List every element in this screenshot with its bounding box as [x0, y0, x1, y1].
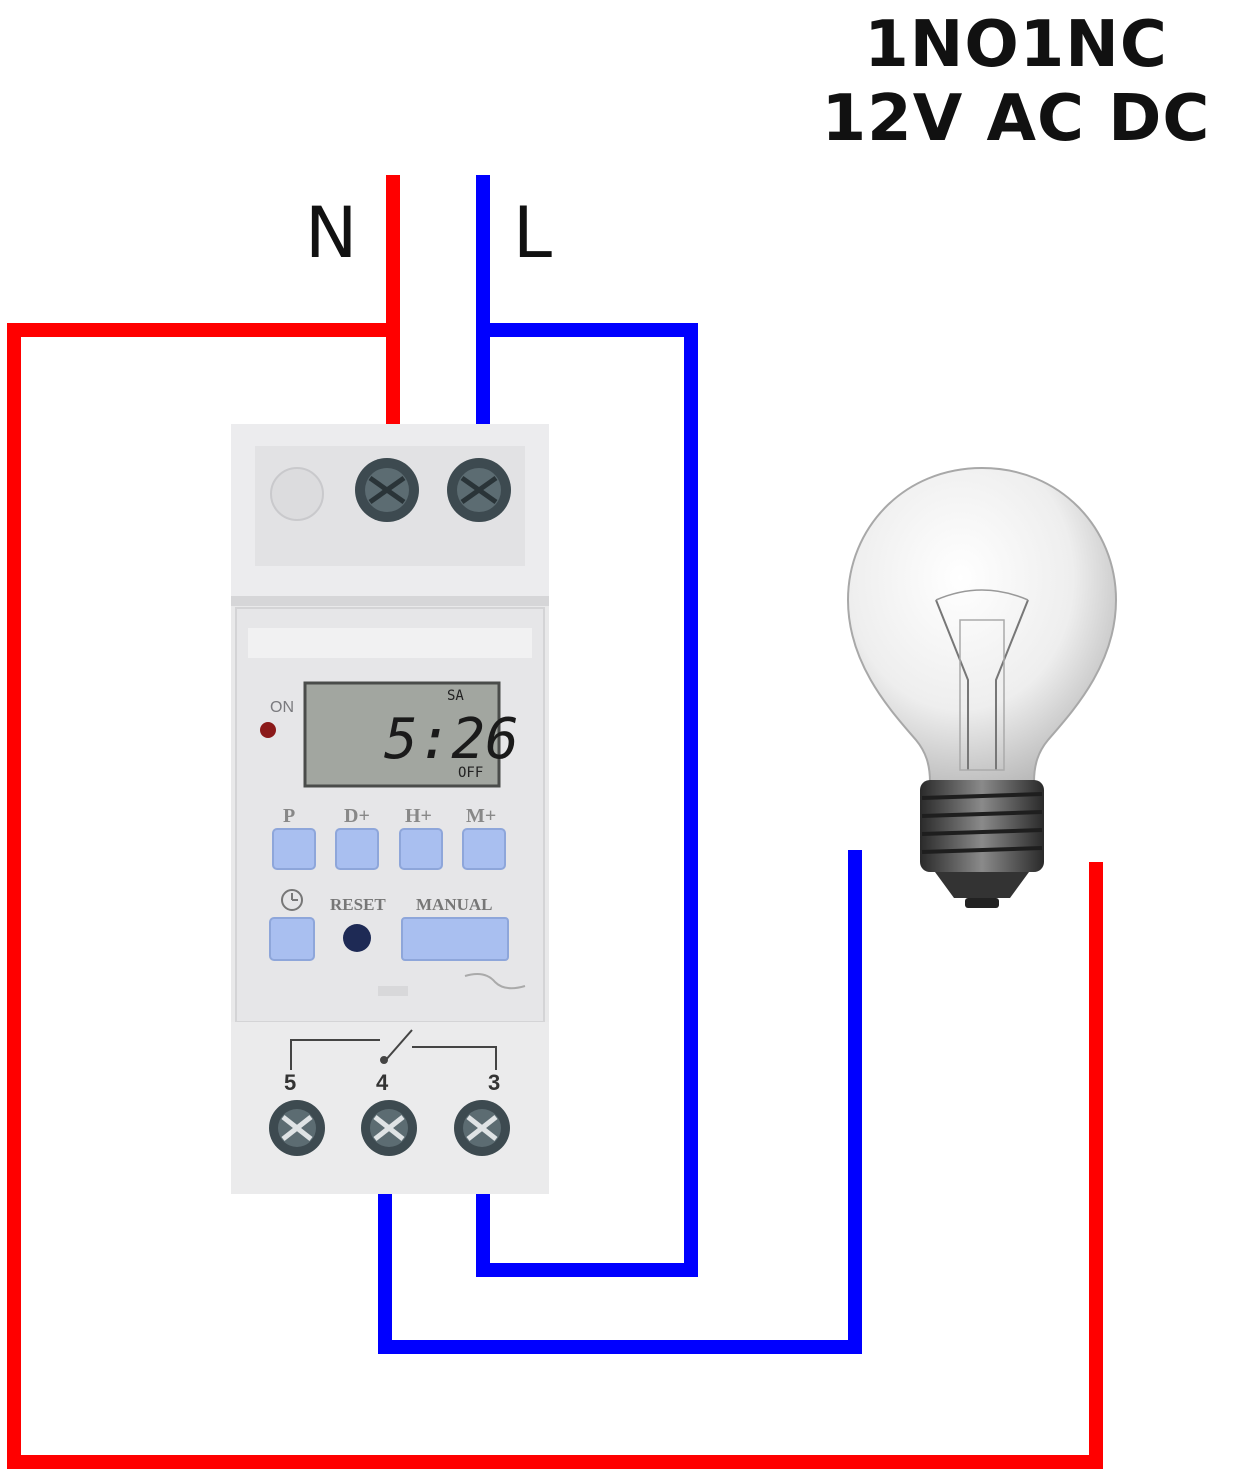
minute-plus-button[interactable] — [462, 828, 506, 870]
spec-text: 1NO1NC 12V AC DC — [786, 8, 1246, 156]
program-label: P — [283, 805, 295, 827]
terminal-4-label: 4 — [376, 1070, 389, 1095]
terminal-n — [355, 458, 419, 522]
live-label: L — [513, 192, 552, 274]
on-led — [260, 722, 276, 738]
voltage-rating: 12V AC DC — [821, 82, 1211, 156]
lcd-time: 5:26 — [384, 707, 519, 772]
timer-device: ON SA 5:26 OFF P D+ H+ M+ RESET MANUAL — [231, 424, 549, 1194]
on-indicator-label: ON — [270, 699, 294, 716]
terminal-5-label: 5 — [284, 1070, 296, 1095]
neutral-wire — [7, 175, 1103, 1469]
clock-button[interactable] — [269, 917, 315, 961]
terminal-5 — [269, 1100, 325, 1156]
reset-label: RESET — [330, 895, 386, 914]
day-plus-label: D+ — [344, 805, 370, 827]
light-bulb-icon — [846, 466, 1118, 908]
hour-plus-label: H+ — [405, 805, 432, 827]
hour-plus-button[interactable] — [399, 828, 443, 870]
lcd-display: SA 5:26 OFF — [303, 681, 519, 788]
live-wire — [378, 175, 862, 1354]
neutral-label: N — [305, 192, 358, 274]
program-button[interactable] — [272, 828, 316, 870]
manual-label: MANUAL — [416, 895, 493, 914]
hand-icon — [464, 973, 526, 990]
day-plus-button[interactable] — [335, 828, 379, 870]
terminal-numbers: 5 4 3 — [284, 1070, 500, 1095]
button-labels-top: P D+ H+ M+ — [283, 805, 496, 827]
terminal-blank — [270, 467, 324, 521]
relay-schematic — [290, 1029, 497, 1070]
contact-type: 1NO1NC — [864, 8, 1168, 82]
terminal-3 — [454, 1100, 510, 1156]
minute-plus-label: M+ — [466, 805, 496, 827]
terminal-4 — [361, 1100, 417, 1156]
reset-button[interactable] — [343, 924, 371, 952]
clock-icon — [281, 889, 303, 911]
lcd-day: SA — [447, 688, 464, 704]
manual-button[interactable] — [401, 917, 509, 961]
terminal-3-label: 3 — [488, 1070, 500, 1095]
lcd-state: OFF — [458, 765, 483, 781]
terminal-l — [447, 458, 511, 522]
